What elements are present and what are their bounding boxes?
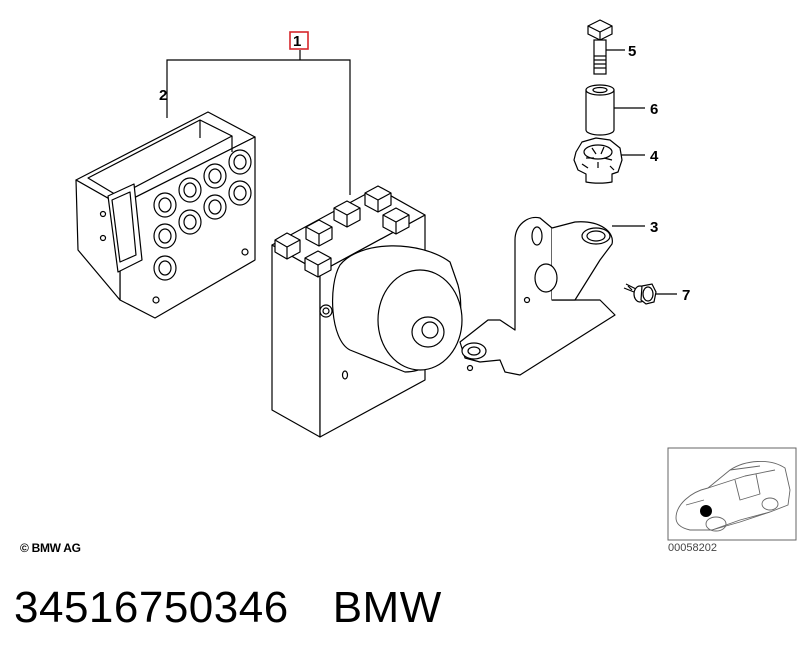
callout-7: 7 — [682, 287, 690, 304]
brand-name: BMW — [332, 583, 442, 632]
callout-6: 6 — [650, 101, 658, 118]
diagram-reference-code: 00058202 — [668, 542, 717, 554]
hydraulic-unit — [271, 185, 463, 438]
callout-4: 4 — [650, 148, 659, 165]
callout-5: 5 — [628, 43, 636, 60]
callout-2: 2 — [159, 87, 167, 104]
part-number: 34516750346 — [14, 583, 289, 632]
spacer-sleeve — [585, 84, 615, 136]
flange-screw — [623, 283, 657, 305]
callout-1: 1 — [293, 33, 301, 50]
abs-control-module — [75, 111, 256, 319]
hex-bolt — [587, 19, 613, 75]
copyright-notice: © BMW AG — [20, 541, 81, 555]
rubber-mount — [573, 137, 623, 184]
car-outline — [675, 461, 791, 532]
callout-3: 3 — [650, 219, 658, 236]
mounting-bracket — [459, 216, 616, 376]
module-ports — [153, 149, 252, 281]
callout-1-highlight-box — [289, 31, 309, 50]
vehicle-locator-inset — [667, 447, 797, 541]
location-marker — [700, 505, 712, 517]
part-caption: 34516750346 BMW — [14, 583, 442, 633]
hydraulic-port-plugs — [274, 185, 410, 278]
